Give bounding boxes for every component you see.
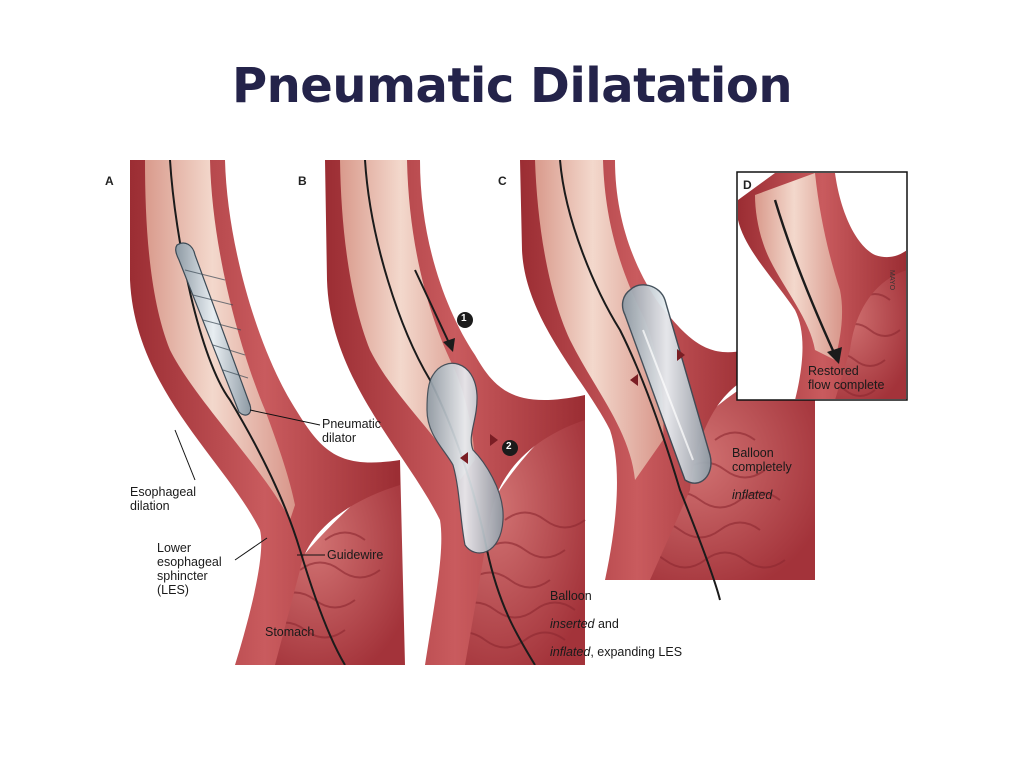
insertion-arrow [414,269,451,346]
esophagus-panels-svg: MAYO [130,160,908,665]
step-2-marker [502,440,518,456]
panel-letter-c: C [498,174,507,188]
panel-a [130,160,405,665]
label-completely-inflated-word: inflated [732,488,773,502]
panel-c [520,160,815,601]
label-balloon-completely: Balloon completely [732,446,792,474]
panel-letter-d: D [743,178,752,192]
guidewire-c [559,160,721,601]
dilatation-illustration: MAYO A B C D Pneumatic dilator Esophagea… [105,160,925,665]
slide-title: Pneumatic Dilatation [231,58,793,114]
pneumatic-dilator-a [175,242,252,416]
label-expanding-les: , expanding LES [590,645,683,659]
label-balloon-inserted-line1: Balloon [550,589,592,603]
label-balloon-inserted: Balloon inserted and inflated, expanding… [550,575,682,659]
label-pneumatic-dilator: Pneumatic dilator [322,417,382,445]
panel-letter-b: B [298,174,307,188]
esophagus-lumen-c [535,160,664,480]
label-step-1: 1 [461,313,467,324]
label-balloon-complete: Balloon completely inflated [732,432,792,502]
label-guidewire: Guidewire [327,548,384,562]
label-les: Lower esophageal sphincter (LES) [157,541,222,597]
label-inflated-word: inflated [550,645,591,659]
flow-arrow [773,199,837,356]
label-stomach: Stomach [265,625,315,639]
panel-letter-a: A [105,174,114,188]
stomach-a [255,460,405,665]
step-1-marker [457,312,473,328]
label-step-2: 2 [506,441,512,452]
panel-b [325,160,586,665]
panel-d: MAYO [736,171,908,401]
svg-text:MAYO: MAYO [888,270,895,291]
label-inserted-word: inserted [550,617,595,631]
label-esophageal-dilation: Esophageal dilation [130,485,197,513]
label-and: and [594,617,619,631]
label-restored-flow: Restored flow complete [808,364,885,392]
